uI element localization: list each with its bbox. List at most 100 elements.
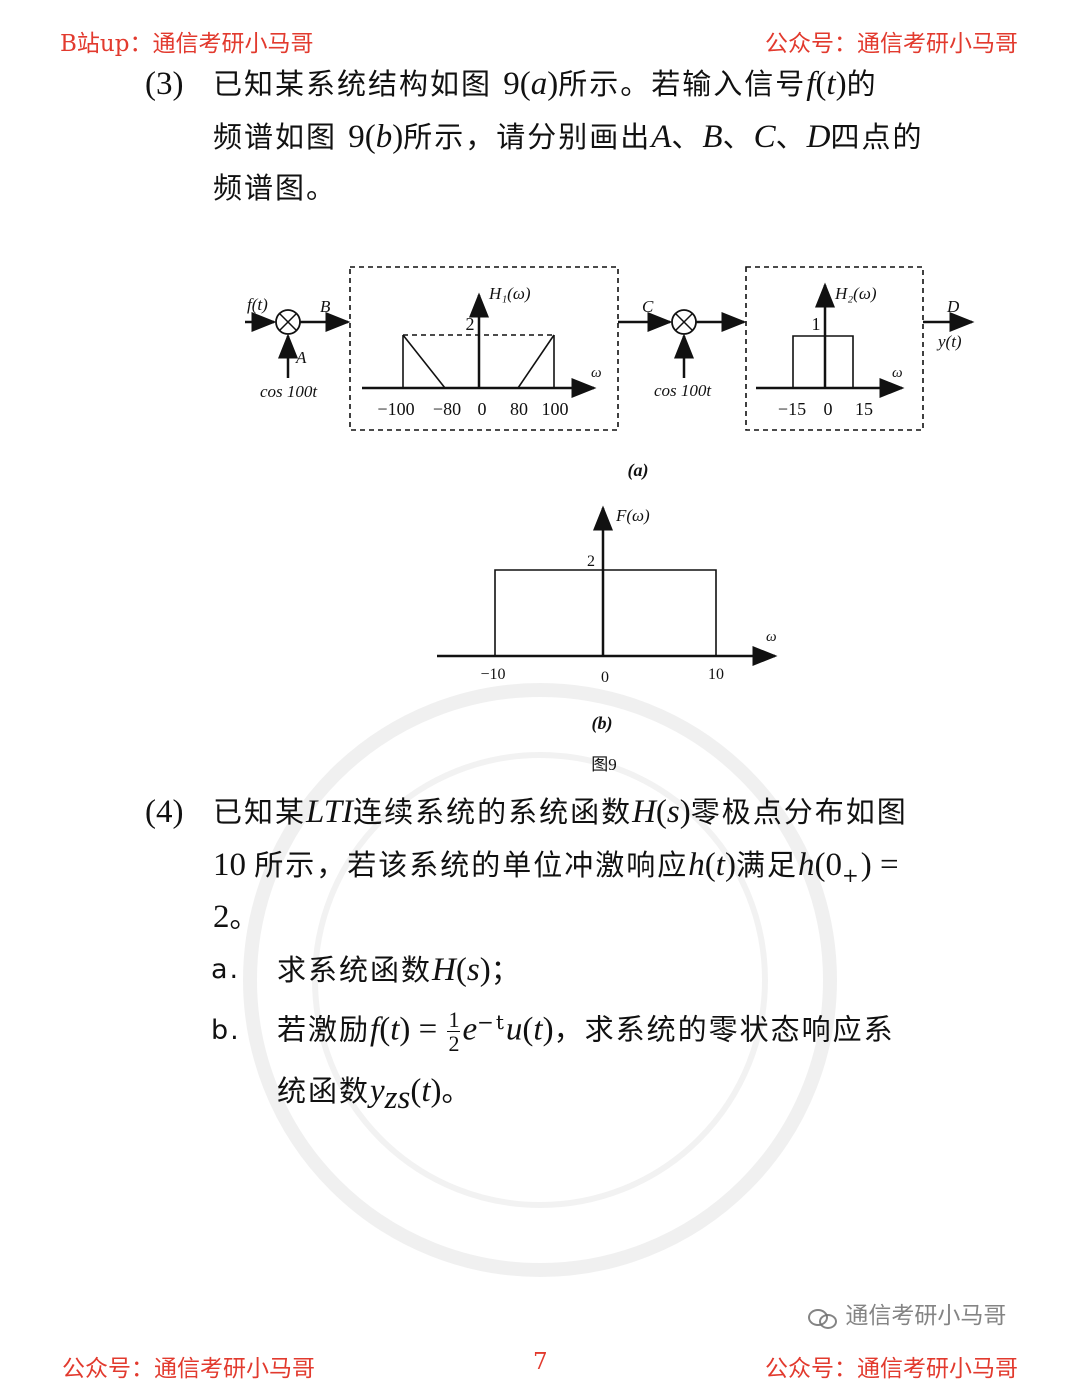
q3-line: 频谱如图 9(b)所示，请分别画出A、B、C、D四点的 <box>213 121 924 154</box>
text-segment: ) <box>430 1073 442 1109</box>
math-symbol: h <box>688 847 705 883</box>
q4-line: 已知某LTI连续系统的系统函数H(s)零极点分布如图 <box>213 796 908 829</box>
text-segment: 求系统函数 <box>277 953 433 987</box>
h1-tick: 100 <box>542 399 569 419</box>
text-segment: 连续系统的系统函数 <box>353 795 633 829</box>
h1-height: 2 <box>466 314 475 334</box>
text-segment: (0 <box>814 847 842 883</box>
math-symbol: t <box>533 1011 543 1048</box>
text-segment: ，求系统的零状态响应系 <box>553 1012 895 1047</box>
math-symbol: t <box>826 66 836 102</box>
math-symbol: t <box>421 1073 431 1109</box>
label-f-t: f(t) <box>247 295 268 314</box>
h2-title: H₂(ω) <box>834 284 877 303</box>
watermark-seal <box>243 683 837 1277</box>
h1-tick: −80 <box>433 399 461 419</box>
figure-caption: 图9 <box>591 755 617 774</box>
math-symbol: b <box>375 119 393 155</box>
q4b-label: b. <box>211 1015 241 1046</box>
math-symbol: s <box>666 794 680 830</box>
text-segment: 10 <box>213 847 255 883</box>
text-segment: + <box>841 862 861 887</box>
label-D: D <box>946 297 960 316</box>
wechat-badge: 通信考研小马哥 <box>808 1296 1006 1330</box>
label-C: C <box>642 297 654 316</box>
h2-tick: 0 <box>824 399 833 419</box>
h2-tick: −15 <box>778 399 806 419</box>
text-segment: 9( <box>503 66 531 102</box>
wechat-badge-name: 通信考研小马哥 <box>845 1303 1007 1329</box>
text-segment: 所示，若该系统的单位冲激响应 <box>254 848 689 882</box>
text-segment: 。 <box>229 900 261 934</box>
text-segment: 满足 <box>735 848 798 882</box>
math-symbol: h <box>797 847 815 883</box>
q3-line: 频谱图。 <box>213 174 337 203</box>
label-carrier-2: cos 100t <box>654 381 712 400</box>
footer-wechat-right: 公众号：通信考研小马哥 <box>765 1356 1018 1382</box>
text-segment: ( <box>704 847 716 883</box>
caption-b: (b) <box>592 713 613 734</box>
h2-axis-label: ω <box>892 365 903 381</box>
text-segment: 的 <box>846 67 878 101</box>
fb-tick: −10 <box>480 666 505 683</box>
math-symbol: A <box>651 119 672 155</box>
math-symbol: e <box>462 1011 478 1048</box>
text-segment: ) = <box>860 847 899 883</box>
text-segment: ) = <box>399 1011 446 1048</box>
text-segment: ) <box>392 119 404 155</box>
q4a-label: a. <box>211 954 241 985</box>
text-segment: ( <box>410 1073 422 1109</box>
header-wechat: 公众号：通信考研小马哥 <box>765 31 1018 57</box>
text-segment: ； <box>490 953 522 987</box>
q4-number: (4) <box>145 794 184 830</box>
text-segment: ) <box>479 952 491 988</box>
q3-line: 已知某系统结构如图 9(a)所示。若输入信号f(t)的 <box>213 68 878 101</box>
math-symbol: f <box>370 1011 380 1048</box>
math-symbol: y <box>370 1073 385 1109</box>
caption-a: (a) <box>628 460 649 481</box>
q4b-text: 统函数yzs(t)。 <box>277 1075 473 1115</box>
math-symbol: t <box>390 1011 400 1048</box>
text-segment: ) <box>835 66 847 102</box>
text-segment: 频谱图。 <box>213 171 338 205</box>
text-segment: ( <box>815 66 827 102</box>
fb-tick: 0 <box>601 669 609 686</box>
text-segment: 四点的 <box>830 120 924 154</box>
text-segment: ) <box>542 1011 554 1048</box>
q3-number: (3) <box>145 66 184 102</box>
text-segment: 统函数 <box>277 1074 371 1108</box>
fb-title: F(ω) <box>615 506 650 525</box>
filter-h2-box <box>745 266 924 431</box>
math-symbol: f <box>806 66 816 102</box>
text-segment: ) <box>679 794 691 830</box>
wechat-icon <box>808 1307 838 1329</box>
h1-title: H₁(ω) <box>488 284 531 303</box>
q4a-text: 求系统函数H(s)； <box>277 954 522 987</box>
h1-response <box>402 334 555 389</box>
h1-tick: −100 <box>377 399 414 419</box>
text-segment: ) <box>547 66 559 102</box>
text-segment: ( <box>455 952 467 988</box>
text-segment: 。 <box>441 1074 473 1108</box>
text-segment: 所示。若输入信号 <box>558 67 807 101</box>
math-symbol: u <box>505 1011 523 1048</box>
q4-line: 10 所示，若该系统的单位冲激响应h(t)满足h(0+) = <box>213 849 899 885</box>
label-A: A <box>295 348 307 367</box>
text-segment: 9( <box>348 119 376 155</box>
label-B: B <box>320 297 331 316</box>
footer-wechat-left: 公众号：通信考研小马哥 <box>62 1356 315 1382</box>
h1-axis-label: ω <box>591 365 602 381</box>
text-segment: 、 <box>671 120 703 154</box>
math-symbol: zs <box>384 1079 411 1116</box>
label-carrier-1: cos 100t <box>260 382 318 401</box>
text-segment: 已知某 <box>213 795 307 829</box>
text-segment: ) <box>724 847 736 883</box>
fb-tick: 10 <box>708 666 724 683</box>
h2-response <box>792 335 854 388</box>
text-segment: −t <box>477 1009 506 1034</box>
figure-9: f(t) B A cos 100t C cos 100t D y(t) H₁(ω… <box>245 266 975 774</box>
h1-tick: 80 <box>510 399 528 419</box>
math-symbol: a <box>530 66 548 102</box>
h2-tick: 15 <box>855 399 873 419</box>
